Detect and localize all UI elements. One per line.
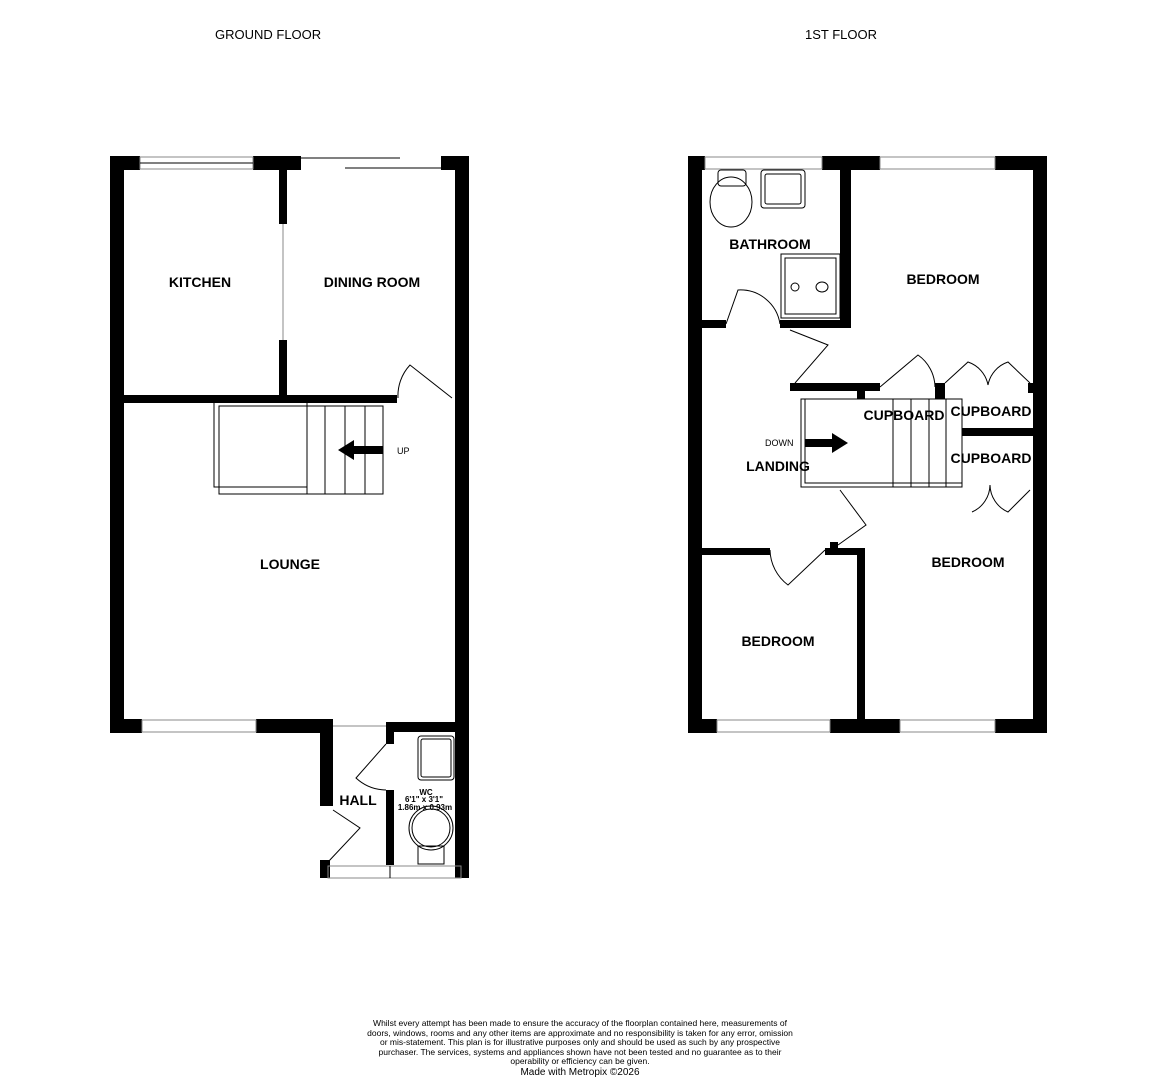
arrow-right-icon (832, 433, 848, 453)
room-label-bedroom-1: BEDROOM (906, 271, 979, 287)
stairs-arrow-shaft (805, 439, 835, 447)
first-floor-stairs (800, 398, 963, 488)
room-label-bedroom-2: BEDROOM (931, 554, 1004, 570)
room-label-landing: LANDING (746, 458, 810, 474)
credit-text: Made with Metropix ©2026 (520, 1066, 640, 1078)
room-label-cupboard-2: CUPBOARD (951, 403, 1032, 419)
ground-floor-walls (110, 156, 469, 878)
room-label-hall: HALL (339, 792, 377, 808)
room-label-bathroom: BATHROOM (729, 236, 810, 252)
wc-size-imperial: 6'1" x 3'1" (405, 795, 443, 804)
room-label-wc: WC (419, 788, 433, 797)
stairs-up-label: UP (397, 446, 410, 456)
room-label-lounge: LOUNGE (260, 556, 320, 572)
room-label-bedroom-3: BEDROOM (741, 633, 814, 649)
bathroom-fixtures (709, 169, 841, 319)
room-label-kitchen: KITCHEN (169, 274, 231, 290)
stairs-down-label: DOWN (765, 438, 794, 448)
first-floor-title: 1ST FLOOR (805, 27, 878, 42)
stairs-arrow-shaft (352, 446, 383, 454)
wc-size-metric: 1.86m x 0.93m (398, 803, 452, 812)
ground-floor-title: GROUND FLOOR (215, 27, 322, 42)
arrow-left-icon (338, 440, 354, 460)
room-label-cupboard-3: CUPBOARD (951, 450, 1032, 466)
disclaimer: Whilst every attempt has been made to en… (365, 1018, 795, 1078)
room-label-cupboard-1: CUPBOARD (864, 407, 945, 423)
room-label-dining-room: DINING ROOM (324, 274, 420, 290)
wc-fixtures (408, 735, 455, 865)
first-floor-walls (688, 156, 1047, 733)
disclaimer-text: Whilst every attempt has been made to en… (367, 1018, 793, 1066)
ground-floor-windows-doors (139, 156, 462, 879)
ground-floor-stairs (213, 398, 384, 495)
first-floor-windows-doors (704, 156, 1031, 733)
